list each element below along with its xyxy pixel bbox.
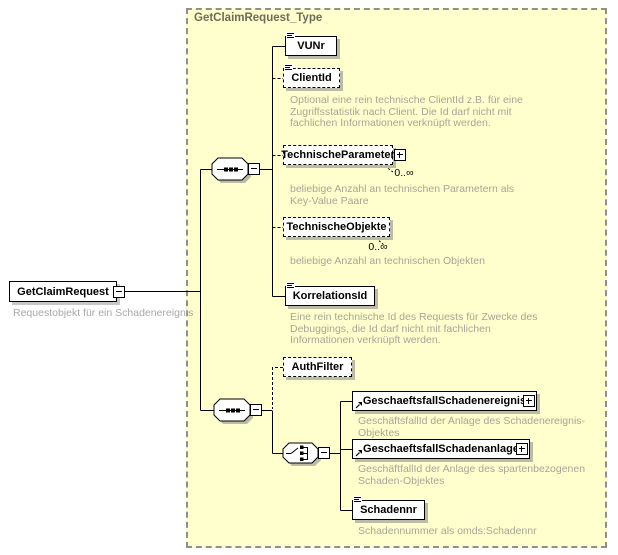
element-label: Schadennr [360, 504, 417, 516]
annotation-text: GeschäftfallId der Anlage des spartenbez… [358, 463, 586, 487]
element-geschaeftsfallschadenanlage[interactable]: GeschaeftsfallSchadenanlage [352, 439, 530, 459]
cardinality-label: 0..∞ [394, 167, 414, 179]
collapse-icon[interactable] [113, 286, 125, 298]
element-technischeparameter[interactable]: TechnischeParameter [281, 145, 395, 165]
annotation-text: Schadennummer als omds:Schadennr [358, 525, 537, 537]
expand-icon[interactable] [394, 149, 406, 161]
reference-arrow-icon [355, 450, 362, 457]
cardinality-label: 0..∞ [368, 241, 388, 253]
sequence-icon[interactable] [213, 398, 253, 424]
annotation-icon [286, 282, 295, 290]
element-label: AuthFilter [291, 361, 344, 373]
annotation-text: beliebige Anzahl an technischen Objekten [290, 255, 485, 267]
annotation-text: beliebige Anzahl an technischen Paramete… [290, 183, 515, 207]
element-label: VUNr [297, 40, 325, 52]
reference-arrow-icon [355, 402, 362, 409]
element-vunr[interactable]: VUNr [285, 32, 337, 56]
annotation-text: GeschäftsfallId der Anlage des Schadener… [358, 415, 586, 439]
element-label: GeschaeftsfallSchadenereignis [362, 395, 527, 407]
element-label: TechnischeParameter [281, 149, 395, 161]
annotation-icon [286, 32, 295, 40]
element-clientid[interactable]: ClientId [283, 64, 340, 88]
annotation-text: Optional eine rein technische ClientId z… [290, 94, 523, 129]
element-getclaimrequest[interactable]: GetClaimRequest [9, 281, 117, 302]
collapse-icon[interactable] [248, 163, 260, 175]
element-label: ClientId [291, 72, 332, 84]
element-geschaeftsfallschadenereignis[interactable]: GeschaeftsfallSchadenereignis [352, 391, 537, 411]
expand-icon[interactable] [516, 443, 528, 455]
element-label: TechnischeObjekte [286, 221, 387, 233]
annotation-icon [353, 496, 362, 504]
element-label: KorrelationsId [292, 290, 368, 302]
element-label: GetClaimRequest [17, 285, 109, 298]
element-authfilter[interactable]: AuthFilter [283, 357, 352, 377]
expand-icon[interactable] [523, 395, 535, 407]
type-panel-title: GetClaimRequest_Type [194, 12, 323, 24]
collapse-icon[interactable] [250, 404, 262, 416]
annotation-icon [284, 64, 293, 72]
element-label: GeschaeftsfallSchadenanlage [363, 443, 519, 455]
element-korrelationsid[interactable]: KorrelationsId [285, 282, 375, 306]
sequence-icon[interactable] [211, 157, 251, 183]
annotation-text: Requestobjekt für ein Schadenereignis [13, 307, 194, 319]
annotation-text: Eine rein technische Id des Requests für… [290, 311, 538, 346]
element-technischeobjekte[interactable]: TechnischeObjekte [283, 217, 390, 237]
choice-icon[interactable] [282, 442, 321, 466]
element-schadennr[interactable]: Schadennr [352, 496, 425, 520]
collapse-icon[interactable] [318, 447, 330, 459]
